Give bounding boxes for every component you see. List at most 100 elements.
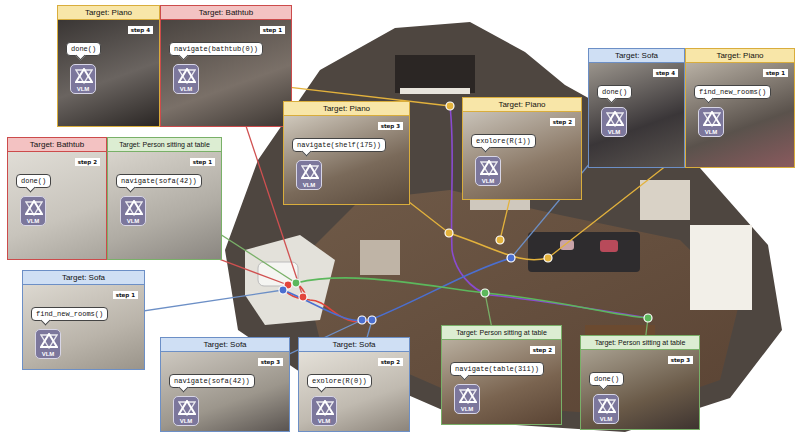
vlm-icon: VLM [698, 107, 724, 137]
action-bubble: navigate(shelf(175)) [292, 138, 386, 152]
vlm-logo [178, 68, 196, 84]
trajectory-piano-start [449, 233, 548, 260]
observation-panel: Target: Sofa step 1 find_new_rooms() VLM [22, 270, 145, 370]
target-header: Target: Bathtub [8, 138, 106, 152]
step-label: step 1 [763, 69, 788, 77]
target-header: Target: Piano [58, 6, 159, 20]
vlm-logo [598, 398, 616, 414]
vlm-label: VLM [121, 218, 145, 224]
wall [640, 180, 690, 220]
piano [395, 55, 475, 93]
target-header: Target: Sofa [589, 49, 684, 63]
target-header: Target: Piano [686, 49, 794, 63]
action-text: done() [594, 375, 619, 383]
target-header: Target: Piano [463, 98, 581, 112]
vlm-logo [606, 111, 624, 127]
vlm-icon: VLM [120, 196, 146, 226]
action-bubble: done() [589, 372, 624, 386]
action-text: done() [21, 177, 46, 185]
target-header: Target: Sofa [299, 338, 409, 352]
vlm-logo [25, 200, 43, 216]
step-label: step 2 [530, 346, 555, 354]
action-bubble: navigate(bathtub(0)) [169, 42, 263, 56]
step-label: step 2 [550, 118, 575, 126]
step-label: step 3 [378, 122, 403, 130]
action-bubble: explore(R(1)) [471, 134, 536, 148]
observation-panel: Target: Piano step 1 find_new_rooms() VLM [685, 48, 795, 168]
vlm-icon: VLM [475, 156, 501, 186]
vlm-logo [459, 388, 477, 404]
vlm-logo [301, 164, 319, 180]
target-header: Target: Person sitting at table [581, 336, 699, 350]
vlm-icon: VLM [70, 64, 96, 94]
step-label: step 1 [190, 158, 215, 166]
vlm-label: VLM [602, 129, 626, 135]
vlm-icon: VLM [593, 394, 619, 424]
observation-panel: Target: Person sitting at table step 2 nav… [441, 325, 562, 425]
vlm-logo [75, 68, 93, 84]
vlm-icon: VLM [35, 329, 61, 359]
action-bubble: find_new_rooms() [31, 307, 108, 321]
observation-panel: Target: Sofa step 3navigate(sofa(42)) VLM [160, 337, 290, 432]
vlm-logo [703, 111, 721, 127]
target-header: Target: Sofa [23, 271, 144, 285]
action-bubble: done() [16, 174, 51, 188]
vlm-logo [480, 160, 498, 176]
step-label: step 4 [128, 26, 153, 34]
action-bubble: navigate(table(311)) [450, 362, 544, 376]
window [690, 225, 752, 310]
cushion [600, 240, 618, 252]
vlm-label: VLM [699, 129, 723, 135]
sofa [528, 232, 640, 272]
vlm-icon: VLM [296, 160, 322, 190]
target-header: Target: Person sitting at table [108, 138, 221, 152]
vlm-icon: VLM [311, 396, 337, 426]
vlm-label: VLM [71, 86, 95, 92]
vlm-label: VLM [174, 86, 198, 92]
action-text: done() [602, 88, 627, 96]
vlm-label: VLM [21, 218, 45, 224]
target-header: Target: Person sitting at table [442, 326, 561, 340]
target-header: Target: Sofa [161, 338, 289, 352]
vlm-label: VLM [594, 416, 618, 422]
observation-panel: Target: Pianostep 3navigate(shelf(175))V… [283, 101, 410, 205]
action-bubble: done() [66, 42, 101, 56]
trajectory-bathtub [285, 284, 372, 322]
action-bubble: done() [597, 85, 632, 99]
vlm-label: VLM [297, 182, 321, 188]
step-label: step 1 [113, 291, 138, 299]
observation-panel: Target: Piano step 2 explore(R(1)) VLM [462, 97, 582, 200]
step-label: step 3 [258, 358, 283, 366]
step-label: step 2 [75, 158, 100, 166]
observation-panel: Target: Person sitting at table step 1 nav… [107, 137, 222, 260]
observation-panel: Target: Bathtub step 2 done() VLM [7, 137, 107, 260]
action-bubble: navigate(sofa(42)) [116, 174, 202, 188]
wall [360, 240, 400, 275]
observation-panel: Target: Piano step 4 done() VLM [57, 5, 160, 127]
action-bubble: find_new_rooms() [694, 85, 771, 99]
observation-panel: Target: Bathtub step 1 navigate(bathtub(0)… [160, 5, 292, 127]
trajectory-person [296, 278, 648, 318]
target-header: Target: Bathtub [161, 6, 291, 20]
cushion [560, 240, 574, 250]
vlm-icon: VLM [601, 107, 627, 137]
step-label: step 1 [260, 26, 285, 34]
step-label: step 2 [378, 358, 403, 366]
action-text: done() [71, 45, 96, 53]
observation-panel: Target: Sofastep 2explore(R(0))VLM [298, 337, 410, 432]
observation-panel: Target: Person sitting at table step 3 don… [580, 335, 700, 430]
vlm-icon: VLM [173, 396, 199, 426]
vlm-logo [125, 200, 143, 216]
vlm-logo [40, 333, 58, 349]
vlm-label: VLM [174, 418, 198, 424]
action-text: navigate(table(311)) [455, 365, 539, 373]
vlm-label: VLM [476, 178, 500, 184]
observation-panel: Target: Sofa step 4 done() VLM [588, 48, 685, 168]
vlm-label: VLM [36, 351, 60, 357]
step-label: step 3 [668, 356, 693, 364]
action-bubble: navigate(sofa(42)) [169, 374, 255, 388]
vlm-icon: VLM [173, 64, 199, 94]
step-label: step 4 [653, 69, 678, 77]
vlm-logo [178, 400, 196, 416]
